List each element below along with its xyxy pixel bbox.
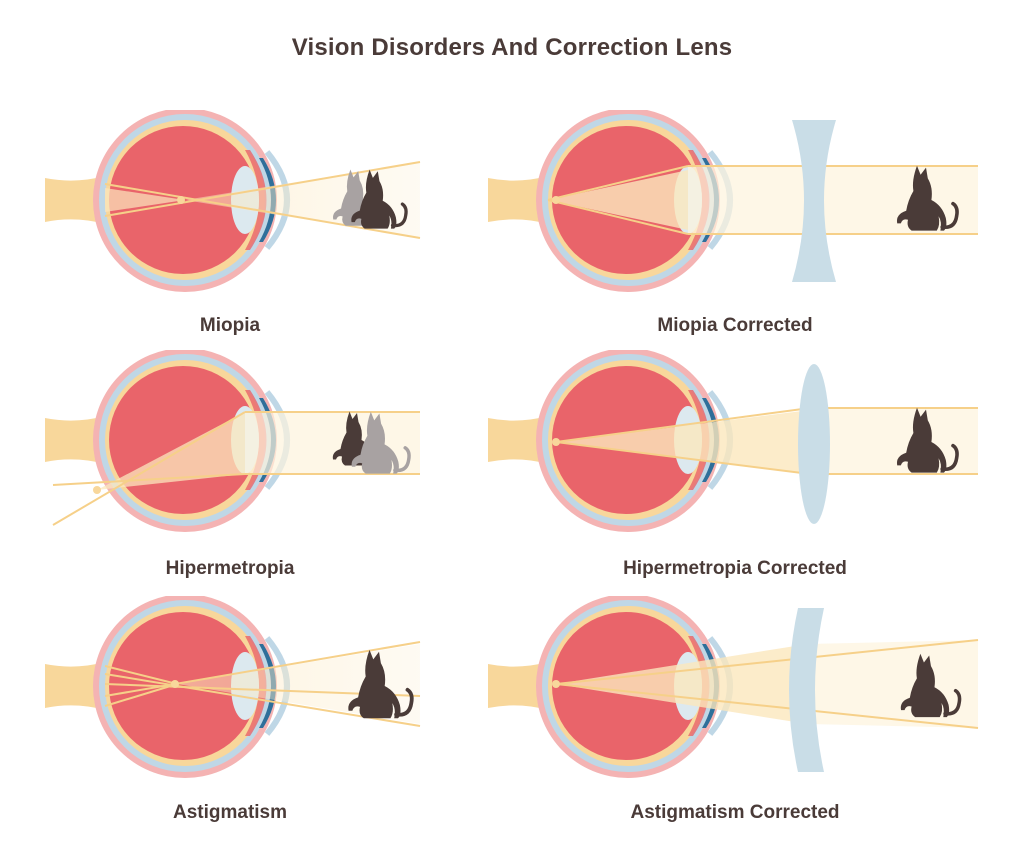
panel-miopia: [45, 110, 495, 310]
panel-hipermetropia-corrected: [488, 350, 978, 550]
convex-lens-icon: [798, 364, 830, 524]
panel-astigmatism-corrected: [488, 596, 979, 796]
page-title: Vision Disorders And Correction Lens: [291, 34, 733, 61]
caption-miopia: Miopia: [199, 315, 261, 336]
caption-astigmatism: Astigmatism: [172, 802, 288, 823]
panel-miopia-corrected: [488, 110, 978, 310]
caption-miopia-corrected: Miopia Corrected: [657, 315, 813, 336]
panel-astigmatism: [45, 596, 495, 796]
caption-hipermetropia: Hipermetropia: [165, 558, 295, 579]
caption-hipermetropia-corrected: Hipermetropia Corrected: [623, 558, 847, 579]
panel-hipermetropia: [45, 350, 495, 550]
caption-astigmatism-corrected: Astigmatism Corrected: [630, 802, 840, 823]
concave-lens-icon: [792, 120, 836, 282]
cylindrical-lens-icon: [789, 608, 824, 772]
